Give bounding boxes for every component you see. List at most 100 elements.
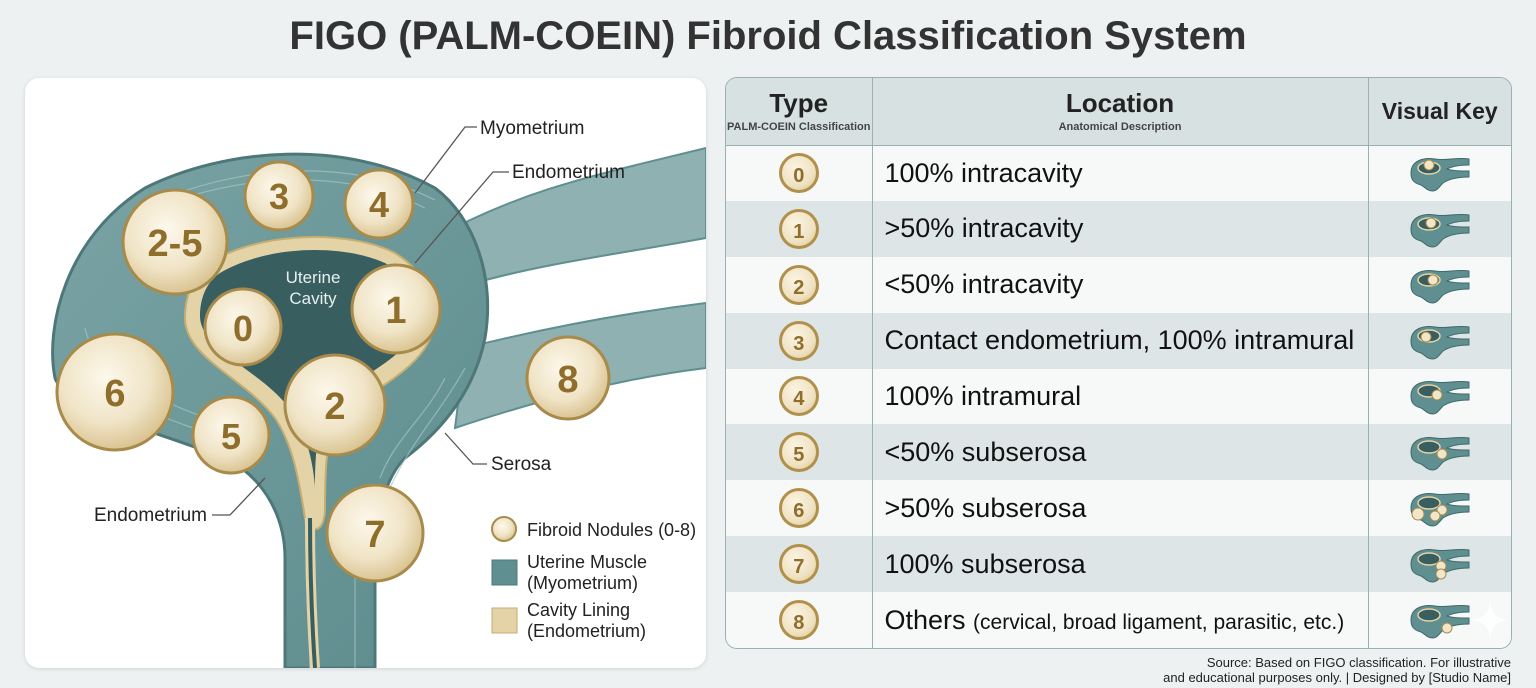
header-location-label: Location: [1065, 88, 1175, 119]
label-myometrium: Myometrium: [480, 118, 585, 139]
uterus-key-icon: [1410, 549, 1470, 583]
location-text: >50% intracavity: [884, 213, 1084, 244]
location-cell: Others (cervical, broad ligament, parasi…: [872, 592, 1369, 648]
svg-text:8: 8: [557, 359, 578, 401]
label-serosa: Serosa: [491, 454, 552, 475]
location-cell: Contact endometrium, 100% intramural: [872, 312, 1369, 369]
nodule-7: 7: [325, 483, 425, 583]
uterus-key-icon: [1410, 604, 1470, 639]
type-cell: 6: [726, 480, 873, 537]
nodule-0: 0: [203, 287, 283, 367]
svg-text:6: 6: [104, 373, 125, 415]
key-nodule: [1436, 504, 1448, 516]
nodule-4: 4: [343, 168, 415, 240]
table-row: 1 >50% intracavity: [726, 200, 1511, 257]
svg-text:3: 3: [269, 176, 289, 217]
key-nodule: [1420, 331, 1432, 343]
visual-key-cell: [1368, 536, 1511, 592]
classification-table-panel: Type PALM-COEIN Classification Location …: [725, 77, 1512, 649]
legend-muscle-label: Uterine Muscle: [527, 552, 647, 572]
type-badge: 3: [778, 320, 819, 361]
svg-text:5: 5: [221, 416, 241, 457]
legend-nodules-label: Fibroid Nodules (0-8): [527, 520, 696, 540]
key-nodule: [1425, 217, 1437, 229]
nodule-5: 5: [191, 395, 271, 475]
page-title: FIGO (PALM-COEIN) Fibroid Classification…: [289, 14, 1247, 58]
uterus-key-icon: [1410, 437, 1470, 471]
legend-muscle-swatch: [491, 559, 518, 586]
header-visual-key: Visual Key: [1368, 78, 1511, 146]
key-nodule: [1429, 510, 1441, 522]
location-cell: >50% intracavity: [872, 200, 1369, 257]
legend-muscle-sublabel: (Myometrium): [527, 573, 638, 593]
nodule-8: 8: [525, 335, 611, 421]
table-row: 5 <50% subserosa: [726, 424, 1511, 481]
location-text: 100% intracavity: [884, 157, 1083, 188]
uterine-cavity-label-2: Cavity: [289, 289, 337, 308]
visual-key-cell: [1368, 369, 1511, 425]
visual-key-cell: [1368, 201, 1511, 257]
visual-key-cell: [1368, 592, 1511, 648]
uterus-key-icon: [1410, 269, 1470, 304]
header-location-sublabel: Anatomical Description: [1058, 121, 1182, 134]
nodule-1: 1: [350, 263, 442, 355]
key-nodule: [1436, 448, 1448, 460]
uterus-diagram: Uterine Cavity 2-5 3 4 0 1 6 5: [51, 118, 706, 668]
table-row: 8 Others (cervical, broad ligament, para…: [726, 592, 1511, 648]
nodule-2-5: 2-5: [121, 188, 229, 296]
type-cell: 5: [726, 424, 873, 481]
label-endometrium-top: Endometrium: [512, 162, 625, 183]
type-cell: 0: [726, 145, 873, 201]
header-type: Type PALM-COEIN Classification: [726, 78, 873, 146]
table-row: 7 100% subserosa: [726, 536, 1511, 592]
key-nodule: [1441, 622, 1453, 634]
header-type-label: Type: [769, 88, 829, 119]
table-row: 4 100% intramural: [726, 368, 1511, 425]
svg-text:7: 7: [364, 514, 385, 556]
type-cell: 7: [726, 536, 873, 592]
table-row: 0 100% intracavity: [726, 145, 1511, 201]
location-text: Contact endometrium, 100% intramural: [884, 325, 1355, 356]
location-cell: 100% intracavity: [872, 145, 1369, 201]
location-cell: >50% subserosa: [872, 480, 1369, 537]
location-text: 100% subserosa: [884, 548, 1086, 579]
type-badge: 5: [778, 432, 819, 473]
type-badge: 6: [778, 488, 819, 529]
uterus-key-icon: [1410, 493, 1470, 527]
table-row: 6 >50% subserosa: [726, 480, 1511, 537]
key-nodule: [1427, 274, 1439, 286]
legend-lining-sublabel: (Endometrium): [527, 621, 646, 641]
svg-text:1: 1: [385, 290, 406, 332]
uterus-key-icon: [1410, 213, 1470, 248]
sparkle-icon: [1472, 602, 1508, 638]
svg-text:0: 0: [233, 308, 253, 349]
location-cell: 100% subserosa: [872, 536, 1369, 592]
classification-table: Type PALM-COEIN Classification Location …: [726, 78, 1511, 648]
location-text: 100% intramural: [884, 380, 1082, 411]
header-visual-key-label: Visual Key: [1381, 98, 1498, 125]
uterine-cavity-label: Uterine: [286, 268, 341, 287]
label-endometrium-bottom: Endometrium: [94, 505, 207, 526]
key-nodule: [1411, 507, 1425, 521]
uterus-key-icon: [1410, 381, 1470, 415]
uterus-key-icon: [1410, 158, 1470, 192]
visual-key-cell: [1368, 257, 1511, 313]
table-row: 3 Contact endometrium, 100% intramural: [726, 312, 1511, 369]
table-header-row: Type PALM-COEIN Classification Location …: [726, 78, 1511, 146]
type-badge: 7: [778, 544, 819, 585]
visual-key-cell: [1368, 480, 1511, 536]
legend-lining-swatch: [491, 607, 518, 634]
type-badge: 8: [778, 600, 819, 640]
source-line-2: and educational purposes only. | Designe…: [1163, 670, 1511, 685]
upper-tube: [433, 146, 706, 285]
location-cell: <50% intracavity: [872, 256, 1369, 313]
svg-text:2: 2: [324, 386, 345, 428]
visual-key-cell: [1368, 145, 1511, 201]
header-location: Location Anatomical Description: [872, 78, 1369, 146]
leader-lines: [212, 126, 509, 516]
type-cell: 3: [726, 312, 873, 369]
type-badge: 0: [778, 153, 819, 194]
type-badge: 2: [778, 264, 819, 305]
key-nodule: [1423, 159, 1435, 171]
type-cell: 2: [726, 256, 873, 313]
